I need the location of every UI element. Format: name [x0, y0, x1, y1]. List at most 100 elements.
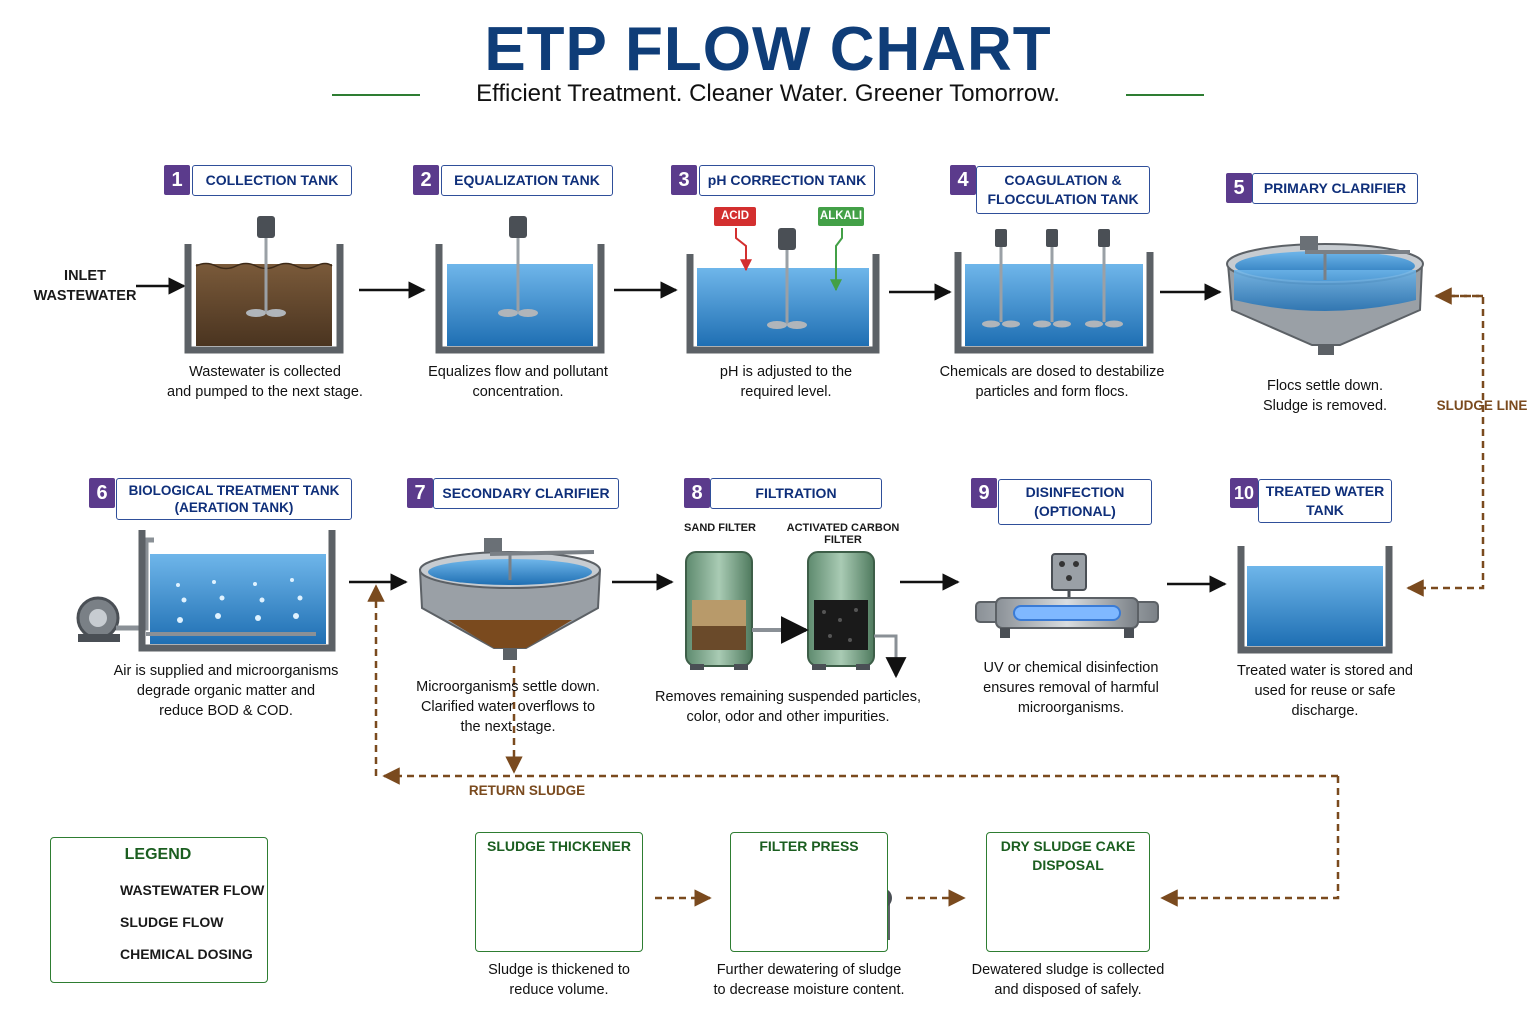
stage-3-description: pH is adjusted to the required level. [676, 362, 896, 402]
stage-10-desc-line3: discharge. [1291, 703, 1359, 719]
sludge-thickener-desc-line2: reduce volume. [509, 982, 609, 998]
stage-4-label-line1: COAGULATION & [1004, 172, 1122, 188]
acid-dosing-tag: ACID [714, 207, 756, 226]
stage-3-desc-line1: pH is adjusted to the [719, 364, 853, 380]
stage-10-desc-line2: used for reuse or safe [1254, 683, 1396, 699]
treated-water-tank-graphic [1237, 546, 1393, 654]
alkali-dosing-tag: ALKALI [818, 207, 864, 226]
stage-3-badge: 3 [671, 165, 697, 195]
stage-3-label: pH CORRECTION TANK [699, 165, 875, 196]
stage-5-desc-line2: Sludge is removed. [1262, 398, 1388, 414]
ph-correction-tank-graphic [686, 228, 880, 354]
stage-6-desc-line2: degrade organic matter and [136, 683, 316, 699]
collection-tank-graphic [184, 216, 344, 354]
inlet-label-line1: INLET [64, 268, 106, 284]
stage-6-label-line1: BIOLOGICAL TREATMENT TANK [128, 483, 340, 498]
stage-6-badge: 6 [89, 478, 115, 508]
stage-2-badge: 2 [413, 165, 439, 195]
stage-2-desc-line2: concentration. [472, 384, 564, 400]
stage-4-desc-line1: Chemicals are dosed to destabilize [939, 364, 1165, 380]
stage-9-desc-line3: microorganisms. [1017, 700, 1125, 716]
stage-10-label: TREATED WATER TANK [1258, 479, 1392, 523]
stage-9-desc-line2: ensures removal of harmful [983, 680, 1159, 696]
filter-press-desc-line2: to decrease moisture content. [713, 982, 905, 998]
sludge-line-label: SLUDGE LINE [1436, 398, 1528, 413]
carbon-filter-label: ACTIVATED CARBON FILTER [786, 522, 900, 546]
stage-5-description: Flocs settle down. Sludge is removed. [1220, 376, 1430, 416]
coagulation-tank-graphic [954, 229, 1154, 354]
legend-box [50, 837, 268, 983]
sludge-thickener-desc-line1: Sludge is thickened to [488, 962, 630, 978]
stage-9-label-line2: (OPTIONAL) [1034, 503, 1116, 519]
stage-6-label-line2: (AERATION TANK) [174, 500, 294, 515]
stage-2-description: Equalizes flow and pollutant concentrati… [400, 362, 636, 402]
stage-5-badge: 5 [1226, 173, 1252, 203]
stage-1-label: COLLECTION TANK [192, 165, 352, 196]
stage-4-label-line2: FLOCCULATION TANK [987, 191, 1139, 207]
stage-2-label: EQUALIZATION TANK [441, 165, 613, 196]
stage-4-description: Chemicals are dosed to destabilize parti… [922, 362, 1182, 402]
stage-8-desc-line2: color, odor and other impurities. [686, 709, 890, 725]
uv-disinfection-graphic [975, 553, 1159, 638]
stage-1-desc-line2: and pumped to the next stage. [167, 384, 363, 400]
inlet-label-line2: WASTEWATER [33, 288, 137, 304]
dry-sludge-desc-line1: Dewatered sludge is collected [971, 962, 1165, 978]
filter-press-desc-line1: Further dewatering of sludge [716, 962, 902, 978]
stage-10-label-line1: TREATED WATER [1265, 483, 1385, 499]
stage-2-desc-line1: Equalizes flow and pollutant [428, 364, 608, 380]
stage-7-label: SECONDARY CLARIFIER [433, 478, 619, 509]
stage-8-label: FILTRATION [710, 478, 882, 509]
dry-sludge-desc-line2: and disposed of safely. [994, 982, 1142, 998]
stage-4-label: COAGULATION & FLOCCULATION TANK [976, 166, 1150, 214]
stage-9-label: DISINFECTION (OPTIONAL) [998, 479, 1152, 525]
stage-8-description: Removes remaining suspended particles, c… [644, 687, 932, 727]
stage-7-desc-line2: Clarified water overflows to [420, 699, 596, 715]
filtration-graphic [685, 551, 907, 679]
stage-3-desc-line2: required level. [740, 384, 832, 400]
filter-press-description: Further dewatering of sludge to decrease… [696, 960, 922, 1000]
stage-8-badge: 8 [684, 478, 710, 508]
sludge-to-disposal-line [1160, 776, 1340, 907]
stage-6-desc-line3: reduce BOD & COD. [159, 703, 293, 719]
stage-10-desc-line1: Treated water is stored and [1237, 663, 1413, 679]
stage-1-desc-line1: Wastewater is collected [189, 364, 341, 380]
return-sludge-label: RETURN SLUDGE [468, 783, 586, 798]
stage-6-label: BIOLOGICAL TREATMENT TANK (AERATION TANK… [116, 478, 352, 520]
dry-sludge-label: DRY SLUDGE CAKE DISPOSAL [986, 837, 1150, 875]
stage-7-desc-line3: the next stage. [460, 719, 556, 735]
stage-9-description: UV or chemical disinfection ensures remo… [960, 658, 1182, 718]
dry-sludge-box [986, 832, 1150, 952]
stage-4-badge: 4 [950, 165, 976, 195]
sludge-thickener-box [475, 832, 643, 952]
secondary-clarifier-graphic [418, 538, 602, 660]
stage-4-desc-line2: particles and form flocs. [975, 384, 1129, 400]
page-title: ETP FLOW CHART [484, 15, 1052, 84]
inlet-label: INLET WASTEWATER [30, 266, 140, 306]
page-subtitle: Efficient Treatment. Cleaner Water. Gree… [476, 80, 1060, 107]
title-rule-right [1126, 94, 1204, 96]
stage-9-label-line1: DISINFECTION [1025, 484, 1125, 500]
stage-5-desc-line1: Flocs settle down. [1266, 378, 1384, 394]
legend-item-sludge: SLUDGE FLOW [120, 914, 224, 930]
legend-title: LEGEND [124, 846, 192, 863]
stage-9-badge: 9 [971, 478, 997, 508]
sand-filter-label: SAND FILTER [684, 522, 756, 534]
filter-press-label: FILTER PRESS [759, 838, 859, 854]
stage-9-desc-line1: UV or chemical disinfection [983, 660, 1159, 676]
stage-10-label-line2: TANK [1306, 502, 1344, 518]
legend-item-chemical: CHEMICAL DOSING [120, 946, 253, 962]
sludge-thickener-description: Sludge is thickened to reduce volume. [460, 960, 658, 1000]
sludge-thickener-label: SLUDGE THICKENER [487, 838, 631, 854]
stage-10-description: Treated water is stored and used for reu… [1220, 661, 1430, 721]
filter-press-box [730, 832, 888, 952]
sludge-line [1406, 294, 1485, 597]
stage-7-desc-line1: Microorganisms settle down. [416, 679, 600, 695]
stage-6-desc-line1: Air is supplied and microorganisms [113, 663, 339, 679]
stage-1-badge: 1 [164, 165, 190, 195]
equalization-tank-graphic [435, 216, 605, 354]
primary-clarifier-graphic [1226, 236, 1424, 355]
stage-6-description: Air is supplied and microorganisms degra… [92, 661, 360, 721]
stage-8-desc-line1: Removes remaining suspended particles, [655, 689, 921, 705]
legend-item-wastewater: WASTEWATER FLOW [120, 882, 265, 898]
